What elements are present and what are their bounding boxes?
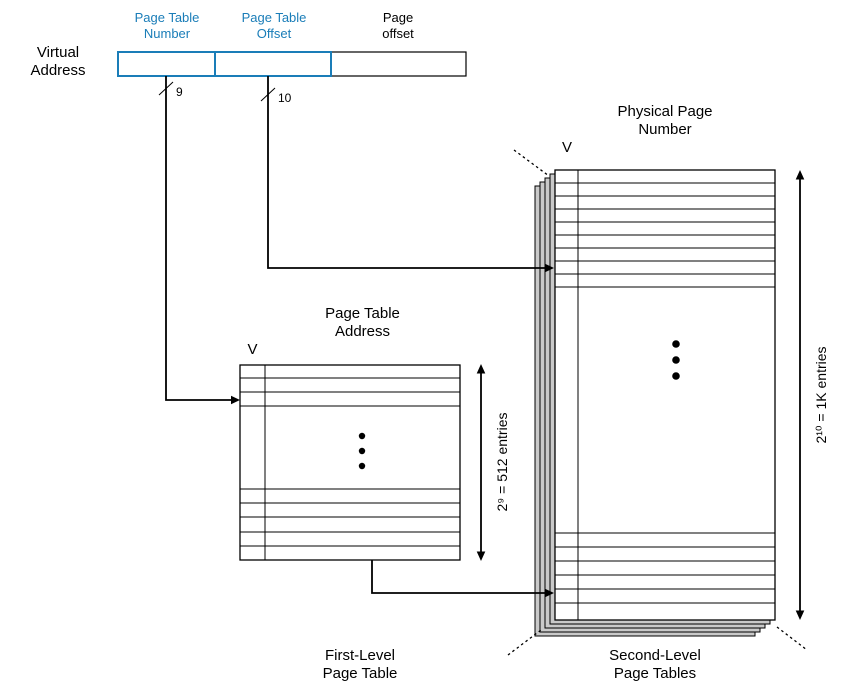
first-level-page-table: [239, 364, 461, 561]
second-level-table-box: [554, 169, 776, 621]
second-level-rows-bottom: [555, 532, 775, 604]
second-level-entries-label: 2¹⁰ = 1K entries: [813, 346, 829, 444]
first-level-entries-label: 2⁹ = 512 entries: [494, 412, 510, 512]
second-level-rows-top: [555, 182, 775, 288]
second-level-caption: Second-Level Page Tables: [609, 647, 701, 682]
page-table-number-label: Page Table Number: [134, 10, 200, 41]
second-level-valid-column-label: V: [561, 139, 572, 156]
first-to-second-level-arrow: [371, 560, 554, 598]
page-offset-field-box: [330, 51, 467, 77]
first-level-ellipsis-dots: [358, 432, 366, 470]
dotted-bottom-right: [776, 626, 808, 651]
bit-width-9-label: 9: [176, 85, 183, 99]
page-table-offset-field-box: [214, 51, 332, 77]
first-level-valid-column-label: V: [247, 341, 258, 358]
bit-width-10-label: 10: [278, 91, 292, 105]
first-level-rows: [240, 377, 460, 547]
virtual-address-label: Virtual Address: [30, 44, 86, 79]
second-level-extent-arrow: [795, 170, 805, 620]
first-level-caption: First-Level Page Table: [322, 647, 398, 682]
page-offset-label: Page offset: [382, 10, 414, 41]
first-level-column-title: Page Table Address: [325, 305, 400, 340]
second-level-ellipsis-dots: [672, 340, 680, 380]
dotted-bottom-left: [507, 629, 542, 656]
stack-continuation-dotted-lines: [507, 149, 808, 656]
second-level-page-table-stack: [507, 149, 808, 656]
first-level-extent-arrow: [476, 364, 486, 561]
virtual-address-fields: [117, 51, 467, 77]
dotted-top-left: [513, 149, 550, 177]
page-table-offset-arrow: [267, 76, 554, 273]
page-table-offset-label: Page Table Offset: [241, 10, 307, 41]
first-level-table-box: [239, 364, 461, 561]
second-level-column-title: Physical Page Number: [617, 103, 713, 138]
page-table-number-arrow: [165, 76, 240, 405]
page-table-number-field-box: [117, 51, 216, 77]
